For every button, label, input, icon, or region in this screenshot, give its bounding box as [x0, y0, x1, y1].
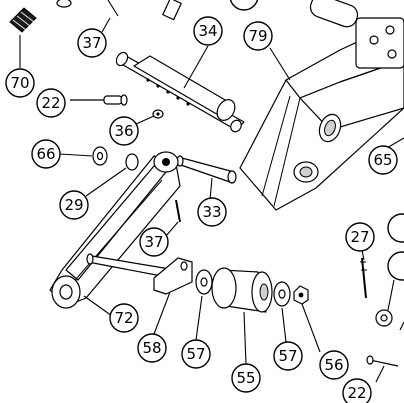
- callout-79-label: 79: [248, 27, 267, 45]
- callout-57a-label: 57: [186, 345, 205, 363]
- part-27-bolt: [360, 257, 367, 299]
- part-36-nut: [152, 109, 164, 119]
- callout-22b: 22: [342, 378, 372, 403]
- part-56-nut: [293, 285, 309, 305]
- callout-34: 34: [193, 16, 223, 46]
- callout-37b-label: 37: [144, 233, 163, 251]
- part-55-roller: [211, 267, 273, 313]
- callout-79: 79: [243, 21, 273, 51]
- part-58-bracket: [153, 257, 193, 295]
- part-70-bolt: [9, 7, 37, 33]
- part-right-washer: [375, 309, 393, 327]
- callout-55-label: 55: [236, 369, 255, 387]
- callout-57b-label: 57: [278, 347, 297, 365]
- callout-66-label: 66: [36, 145, 55, 163]
- part-29-bushing: [125, 153, 139, 171]
- part-22b-pin: [366, 355, 399, 367]
- callout-56: 56: [319, 350, 349, 380]
- callout-36: 36: [109, 116, 139, 146]
- callout-37a: 37: [77, 28, 107, 58]
- callout-22b-label: 22: [347, 384, 366, 402]
- callout-55: 55: [231, 363, 261, 393]
- callout-70: 70: [5, 68, 35, 98]
- callout-22a: 22: [36, 88, 66, 118]
- callout-72-label: 72: [114, 309, 133, 327]
- callout-37a-label: 37: [82, 34, 101, 52]
- part-66-washer: [92, 146, 108, 166]
- part-57a-washer: [195, 269, 213, 295]
- callout-36-label: 36: [114, 122, 133, 140]
- part-22a-pin: [70, 94, 128, 106]
- callout-70-label: 70: [10, 74, 29, 92]
- callout-66: 66: [31, 139, 61, 169]
- callout-58: 58: [137, 333, 167, 363]
- callout-33-label: 33: [202, 203, 221, 221]
- part-37b-clip: [175, 199, 181, 223]
- callout-65-label: 65: [373, 151, 392, 169]
- callout-33: 33: [197, 197, 227, 227]
- callout-57a: 57: [181, 339, 211, 369]
- callout-34-label: 34: [198, 22, 217, 40]
- callout-37b: 37: [139, 227, 169, 257]
- callout-57b: 57: [273, 341, 303, 371]
- part-top-fragments: [56, 0, 359, 28]
- callout-58-label: 58: [142, 339, 161, 357]
- callout-65: 65: [368, 145, 398, 175]
- callout-22a-label: 22: [41, 94, 60, 112]
- part-33-pin: [176, 155, 237, 184]
- callout-27-label: 27: [350, 228, 369, 246]
- part-34-tube: [115, 51, 245, 133]
- callout-27: 27: [345, 222, 375, 252]
- callout-56-label: 56: [324, 356, 343, 374]
- part-79-frame: [239, 17, 404, 211]
- callout-29-label: 29: [64, 196, 83, 214]
- part-57b-washer: [273, 281, 291, 307]
- callout-72: 72: [109, 303, 139, 333]
- callout-29: 29: [59, 190, 89, 220]
